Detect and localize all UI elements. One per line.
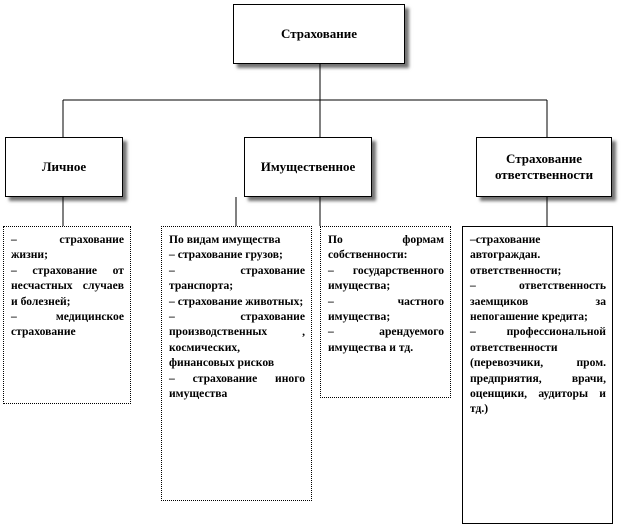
root-box: Страхование xyxy=(233,4,405,64)
list-item: – страхование животных; xyxy=(169,294,304,308)
list-item: – медицинское страхование xyxy=(11,310,124,339)
root-label: Страхование xyxy=(281,26,357,41)
list-item: – частного имущества; xyxy=(328,294,444,324)
list-item: – страхование иного имущества xyxy=(169,371,305,401)
liability-list-box: –страхование автограждан. ответственност… xyxy=(462,226,613,524)
list-item: – страхование грузов; xyxy=(169,248,283,262)
property-by-ownership-box: По формам собственности: – государственн… xyxy=(320,226,451,398)
list-item: –страхование автограждан. ответственност… xyxy=(470,233,562,277)
list-item: – арендуемого имущества и тд. xyxy=(328,325,444,354)
category-personal-label: Личное xyxy=(41,159,87,174)
list-item: – государственного имущества; xyxy=(328,263,444,293)
list-item: – страхование производственных , космиче… xyxy=(169,310,305,370)
category-property-label: Имущественное xyxy=(260,159,356,174)
category-personal-box: Личное xyxy=(5,137,123,197)
category-property-box: Имущественное xyxy=(244,137,372,197)
property-by-type-box: По видам имущества – страхование грузов;… xyxy=(161,226,312,501)
list-item: По формам собственности: xyxy=(328,233,444,262)
personal-list-box: – страхование жизни; – страхование от не… xyxy=(3,226,131,404)
list-item: По видам имущества xyxy=(169,233,281,246)
category-liability-box: Страхование ответственности xyxy=(476,137,612,197)
list-item: – страхование от несчастных случаев и бо… xyxy=(11,263,124,308)
category-liability-label: Страхование ответственности xyxy=(494,151,594,182)
list-item: – ответственность заемщиков за непогашен… xyxy=(470,279,606,324)
list-item: – страхование жизни; xyxy=(11,233,124,262)
list-item: – профессиональной ответственности (пере… xyxy=(470,325,606,416)
list-item: – страхование транспорта; xyxy=(169,263,305,293)
